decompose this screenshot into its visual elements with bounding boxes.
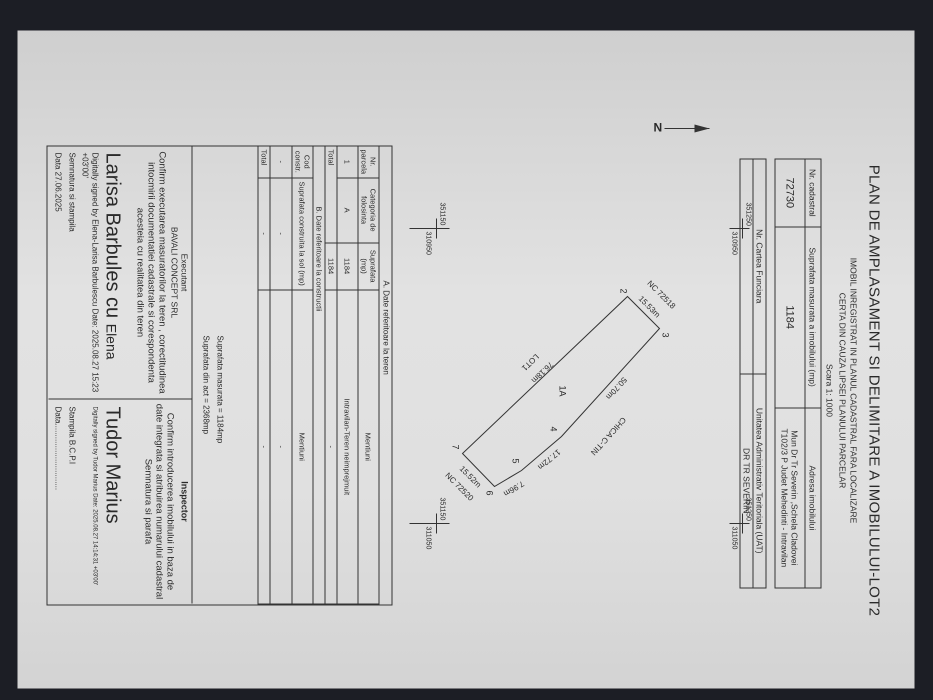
point-label: 3 <box>661 333 671 338</box>
cell: 1184 <box>337 242 358 290</box>
cell: Total <box>258 146 270 178</box>
cell: - <box>270 289 292 604</box>
cell: - <box>258 177 270 290</box>
executant-digital-signature: Digitally signed by Elena-Larisa Barbule… <box>80 152 100 393</box>
cell: 1 <box>337 146 358 178</box>
cell: A <box>337 177 358 243</box>
header-cod: Cod constr. <box>292 146 313 178</box>
point-label: 6 <box>485 491 495 496</box>
signature-text: Tudor <box>101 406 124 459</box>
cell: Intravilan-Teren neimprejmuit <box>337 289 358 604</box>
grid-label: 351250 <box>745 498 752 521</box>
stamp-label: Stampila B.C.P.I <box>67 406 77 465</box>
divider <box>191 145 193 604</box>
grid-label: 310950 <box>731 232 738 255</box>
measured-area: Suprafata masurata = 1184mp <box>215 335 225 444</box>
executant-company: BAVALI CONCEPT SRL <box>169 226 180 319</box>
parcel-outline <box>461 295 661 488</box>
act-area: Suprafata din act = 2368mp <box>201 335 211 435</box>
signature-text: Barbules <box>101 212 124 292</box>
point-label: 7 <box>451 445 461 450</box>
table-row: --- <box>270 146 292 604</box>
constr-title: B. Date referitoare la constructii <box>313 146 325 604</box>
inspector-sign-label: Semnatura si parafa <box>142 458 154 545</box>
land-title: A. Date referitoare la teren <box>381 280 391 375</box>
header-ment: Mentiuni <box>358 289 379 604</box>
header-ment: Mentiuni <box>292 289 313 604</box>
header-nr: Nr. parcela <box>358 146 379 178</box>
plot-drawing: N 351150 310950 351150 311050 351250 310… <box>409 121 752 550</box>
north-arrow-icon <box>664 124 710 133</box>
distance-label: 17.72m <box>536 447 562 471</box>
cell: - <box>270 146 292 178</box>
document-page: PLAN DE AMPLASAMENT SI DELIMITARE A IMOB… <box>17 30 915 689</box>
distance-label: 7.96m <box>502 479 526 498</box>
grid-crosses <box>409 218 750 534</box>
executant-signature: Larisa Barbules cu Elena <box>101 152 124 360</box>
signature-text: Marius <box>101 463 124 524</box>
inspector-signature: Tudor Marius <box>101 406 124 524</box>
executant-title: Executant <box>179 253 190 292</box>
lot-label: LOT1 <box>520 352 541 373</box>
cell: Total <box>325 146 337 243</box>
point-label: 2 <box>619 289 629 294</box>
cell: 1184 <box>325 242 337 290</box>
inspector-digital-signature: Digitally signed by Tudor Marius Date: 2… <box>91 406 98 586</box>
signature-text: Larisa <box>101 152 124 207</box>
point-label: 5 <box>511 459 521 464</box>
signature-text: Elena <box>103 323 120 360</box>
distance-label: 50.70m <box>604 375 629 401</box>
executant-statement: Confirm executarea masuratorilor la tere… <box>134 151 168 394</box>
cell: - <box>325 289 337 604</box>
inspector-section: Inspector Confirm introducerea imobilulu… <box>143 403 190 601</box>
signature-text: cu <box>101 297 124 319</box>
header-cat: Categoria de folosinta <box>358 177 379 243</box>
inspector-date: Data.............................. <box>53 406 63 491</box>
grid-label: 351150 <box>439 498 446 521</box>
grid-label: 351150 <box>439 203 446 226</box>
header-sup: Suprafata (mp) <box>358 242 379 290</box>
cell: - <box>270 177 292 290</box>
executant-date: Data 27.06.2025 <box>53 152 63 212</box>
grid-label: 310950 <box>425 232 432 255</box>
parcel-label: 1A <box>558 386 568 397</box>
north-label: N <box>654 121 663 135</box>
executant-sign-label: Semnatura si stampila <box>67 152 77 232</box>
header-sup: Suprafata construita la sol (mp) <box>292 177 313 290</box>
inspector-statement: Confirm introducerea imobilului in baza … <box>153 403 176 600</box>
cell: - <box>258 289 270 604</box>
inspector-title: Inspector <box>179 481 190 522</box>
executant-section: Executant BAVALI CONCEPT SRL Confirm exe… <box>135 149 190 397</box>
point-label: 4 <box>549 427 559 432</box>
street-label: CHICA C-TIN <box>589 415 628 457</box>
divider <box>48 398 193 400</box>
grid-label: 351250 <box>745 203 752 226</box>
grid-label: 311050 <box>731 527 738 550</box>
grid-label: 311050 <box>425 527 432 550</box>
total-row: Total-- <box>258 146 270 604</box>
